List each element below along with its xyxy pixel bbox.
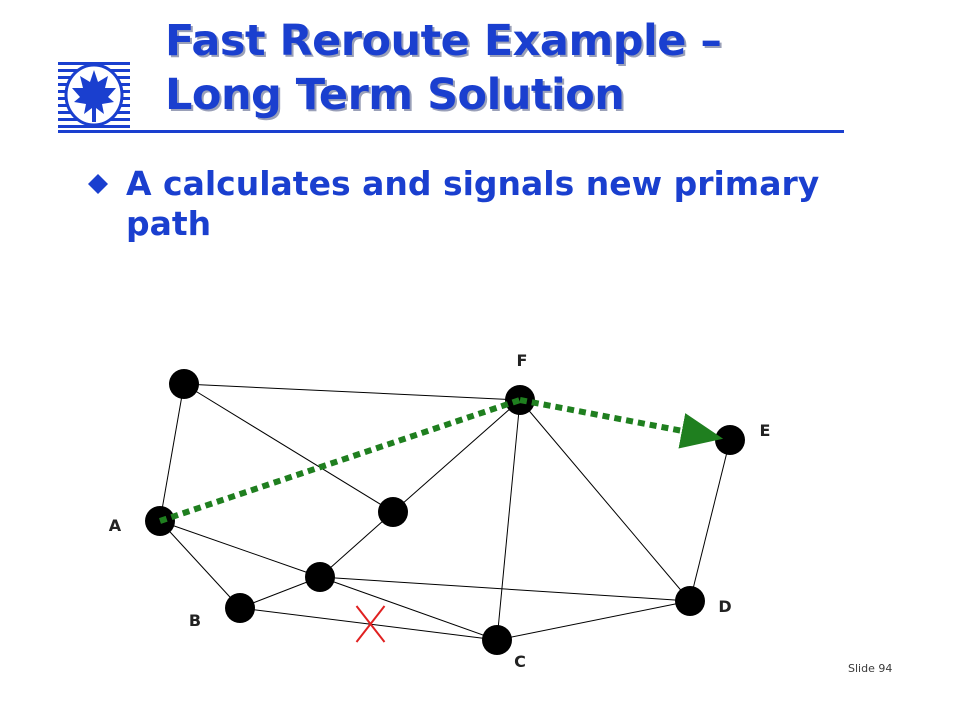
title-line-2: Long Term Solution: [165, 70, 625, 120]
link-n6-C: [319, 576, 498, 641]
leaf-logo-icon: [58, 62, 130, 128]
link-A-B: [159, 520, 241, 609]
diamond-bullet-icon: [88, 174, 108, 194]
title-line-1: Fast Reroute Example –: [165, 16, 722, 66]
node-label-A: A: [109, 516, 122, 535]
slide-number: Slide 94: [848, 662, 893, 675]
link-n1-F: [183, 383, 521, 401]
link-B-C: [239, 607, 498, 641]
link-n1-A: [159, 383, 185, 522]
node-label-D: D: [718, 597, 731, 616]
node-label-B: B: [189, 611, 201, 630]
node-label-F: F: [517, 351, 528, 370]
node-label-C: C: [514, 652, 526, 671]
node-D: [675, 586, 705, 616]
node-E: [715, 425, 745, 455]
node-label-E: E: [760, 421, 771, 440]
slide-title: Fast Reroute Example – Long Term Solutio…: [165, 14, 865, 122]
link-n1-n5: [183, 383, 394, 513]
bullet-item: A calculates and signals new primary pat…: [88, 164, 848, 244]
link-n6-D: [319, 576, 691, 602]
node-n5: [378, 497, 408, 527]
node-C: [482, 625, 512, 655]
link-F-C: [496, 399, 521, 641]
link-F-D: [519, 399, 691, 602]
link-E-D: [689, 439, 731, 602]
link-C-D: [496, 600, 691, 641]
primary-path-A-F: [159, 397, 521, 524]
bullet-text: A calculates and signals new primary pat…: [126, 164, 820, 243]
link-F-n5: [392, 399, 521, 513]
link-n5-n6: [319, 511, 394, 578]
node-n1: [169, 369, 199, 399]
node-B: [225, 593, 255, 623]
failure-x-icon: [355, 605, 386, 643]
link-A-n6: [159, 520, 321, 578]
title-underline: [58, 130, 844, 133]
primary-path-F-E: [519, 397, 724, 449]
node-n6: [305, 562, 335, 592]
